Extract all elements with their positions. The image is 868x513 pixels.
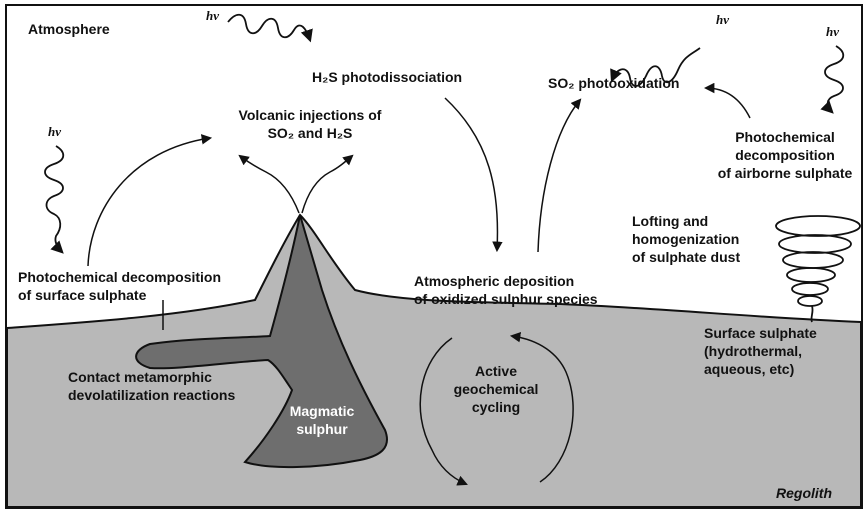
hv-label: hv [716,12,729,28]
h2s-photodissociation-label: H₂S photodissociation [312,68,462,86]
volcanic-injections-line: SO₂ and H₂S [200,124,420,142]
contact-metamorphic-label: Contact metamorphic devolatilization rea… [68,368,235,404]
atmospheric-deposition-label: Atmospheric deposition of oxidized sulph… [414,272,598,308]
photochemical-airborne-line: decomposition [690,146,868,164]
hv-label: hv [206,8,219,24]
atmosphere-label: Atmosphere [28,20,110,38]
surface-sulphate-label: Surface sulphate (hydrothermal, aqueous,… [704,324,817,378]
magmatic-sulphur-line: Magmatic [282,402,362,420]
regolith-label: Regolith [776,484,832,502]
magmatic-sulphur-label: Magmatic sulphur [282,402,362,438]
photochemical-airborne-line: Photochemical [690,128,868,146]
active-cycling-line: geochemical [432,380,560,398]
so2-photooxidation-label: SO₂ photooxidation [548,74,679,92]
lofting-line: Lofting and [632,212,740,230]
photochemical-surface-line: Photochemical decomposition [18,268,221,286]
photochemical-airborne-label: Photochemical decomposition of airborne … [690,128,868,182]
atmospheric-deposition-line: Atmospheric deposition [414,272,598,290]
surface-sulphate-line: (hydrothermal, [704,342,817,360]
photochemical-airborne-line: of airborne sulphate [690,164,868,182]
hv-label: hv [826,24,839,40]
photochemical-surface-label: Photochemical decomposition of surface s… [18,268,221,304]
magmatic-sulphur-line: sulphur [282,420,362,438]
surface-sulphate-line: Surface sulphate [704,324,817,342]
lofting-line: of sulphate dust [632,248,740,266]
hv-label: hv [48,124,61,140]
contact-metamorphic-line: devolatilization reactions [68,386,235,404]
photochemical-surface-line: of surface sulphate [18,286,221,304]
active-cycling-line: cycling [432,398,560,416]
lofting-label: Lofting and homogenization of sulphate d… [632,212,740,266]
active-cycling-line: Active [432,362,560,380]
volcanic-injections-line: Volcanic injections of [200,106,420,124]
surface-sulphate-line: aqueous, etc) [704,360,817,378]
atmospheric-deposition-line: of oxidized sulphur species [414,290,598,308]
active-cycling-label: Active geochemical cycling [432,362,560,416]
volcanic-injections-label: Volcanic injections of SO₂ and H₂S [200,106,420,142]
lofting-line: homogenization [632,230,740,248]
contact-metamorphic-line: Contact metamorphic [68,368,235,386]
